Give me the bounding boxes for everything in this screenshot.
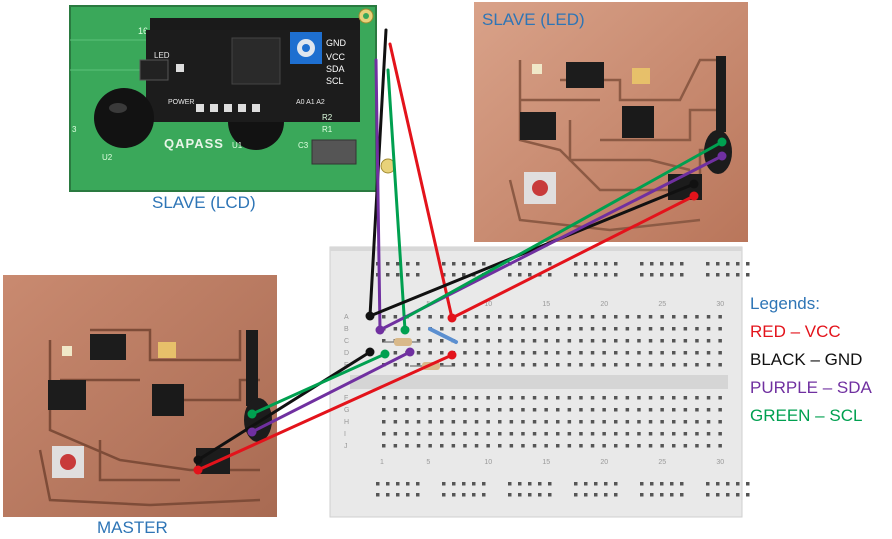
lcd-u2-text: U2 — [102, 153, 113, 162]
column-number-top-10: 10 — [484, 301, 492, 308]
master-led — [62, 346, 72, 356]
master-mcu — [152, 384, 184, 416]
lcd-address-text: A0 A1 A2 — [296, 99, 325, 106]
lcd-u1-text: U1 — [232, 141, 243, 150]
slave-led-label: SLAVE (LED) — [482, 10, 585, 29]
lcd-three-text: 3 — [72, 125, 77, 134]
column-number-top-30: 30 — [716, 301, 724, 308]
led-vcc-wire — [450, 194, 696, 320]
lcd-brand-text: QAPASS — [164, 136, 224, 151]
i2c-chip — [231, 37, 281, 85]
column-number-bottom-15: 15 — [542, 459, 550, 466]
row-letter-i: I — [344, 431, 346, 438]
led-board-resistor — [632, 68, 650, 84]
lcd-module: 16 LED POWER A0 A1 A2 GND VCC SDA SCL U2… — [69, 5, 396, 192]
master-scl-wire — [250, 352, 387, 416]
breadboard-jumper-blue — [428, 327, 458, 344]
led-scl-wire — [403, 140, 724, 320]
lcd-pin-gnd: GND — [326, 38, 347, 48]
lcd-pin-vcc: VCC — [326, 52, 346, 62]
column-number-top-15: 15 — [542, 301, 550, 308]
row-letter-a: A — [344, 314, 349, 321]
led-board-header-a — [566, 62, 604, 88]
slave-led-board — [474, 2, 748, 242]
lcd-power-text: POWER — [168, 99, 194, 106]
led-gnd-wire — [368, 182, 696, 318]
column-number-top-20: 20 — [600, 301, 608, 308]
column-number-bottom-20: 20 — [600, 459, 608, 466]
legend: Legends: RED – VCC BLACK – GND PURPLE – … — [750, 290, 872, 430]
breadboard-holes — [376, 262, 750, 497]
column-number-top-25: 25 — [658, 301, 666, 308]
row-letter-c: C — [344, 338, 349, 345]
master-board — [3, 275, 277, 517]
lcd-led-text: LED — [154, 51, 170, 60]
master-header-c — [246, 330, 258, 406]
row-letter-j: J — [344, 443, 348, 450]
lcd-pin-scl: SCL — [326, 76, 344, 86]
lcd-vcc-wire — [388, 42, 454, 320]
lcd-sda-wire — [374, 58, 382, 332]
row-letter-b: B — [344, 326, 349, 333]
lcd-c3-text: C3 — [298, 141, 309, 150]
master-resistor — [158, 342, 176, 358]
master-sda-wire — [250, 350, 412, 434]
lcd-pin-sda: SDA — [326, 64, 345, 74]
legend-item-vcc: RED – VCC — [750, 322, 841, 341]
led-board-header-c — [716, 56, 726, 132]
led-board-led — [532, 64, 542, 74]
lcd-capacitor-u2 — [94, 88, 154, 148]
lcd-header-pins — [150, 18, 360, 30]
master-gnd-wire — [196, 350, 372, 462]
lcd-capacitor-u1 — [228, 122, 284, 150]
column-number-bottom-25: 25 — [658, 459, 666, 466]
column-number-bottom-1: 1 — [380, 459, 384, 466]
master-label: MASTER — [97, 518, 168, 537]
lcd-pin16-text: 16 — [138, 26, 148, 36]
master-header-b — [48, 380, 86, 410]
master-vcc-wire — [196, 353, 454, 472]
lcd-r2-text: R2 — [322, 113, 333, 122]
legend-item-sda: PURPLE – SDA — [750, 378, 872, 397]
row-letter-d: D — [344, 350, 349, 357]
column-number-bottom-30: 30 — [716, 459, 724, 466]
slave-lcd-label: SLAVE (LCD) — [152, 193, 256, 212]
legend-item-scl: GREEN – SCL — [750, 406, 863, 425]
column-number-bottom-5: 5 — [426, 459, 430, 466]
column-number-bottom-10: 10 — [484, 459, 492, 466]
master-button — [60, 454, 76, 470]
legend-title: Legends: — [750, 294, 820, 313]
lcd-scl-wire — [386, 68, 407, 332]
wire-endpoints — [193, 137, 727, 475]
master-header-a — [90, 334, 126, 360]
row-letter-f: F — [344, 395, 348, 402]
row-letter-g: G — [344, 407, 349, 414]
led-board-mcu — [622, 106, 654, 138]
led-board-header-b — [520, 112, 556, 140]
pullup-resistor-1 — [384, 338, 420, 346]
led-board-button — [532, 180, 548, 196]
wires — [196, 28, 724, 472]
legend-item-gnd: BLACK – GND — [750, 350, 863, 369]
lcd-r1-text: R1 — [322, 125, 333, 134]
row-letter-h: H — [344, 419, 349, 426]
